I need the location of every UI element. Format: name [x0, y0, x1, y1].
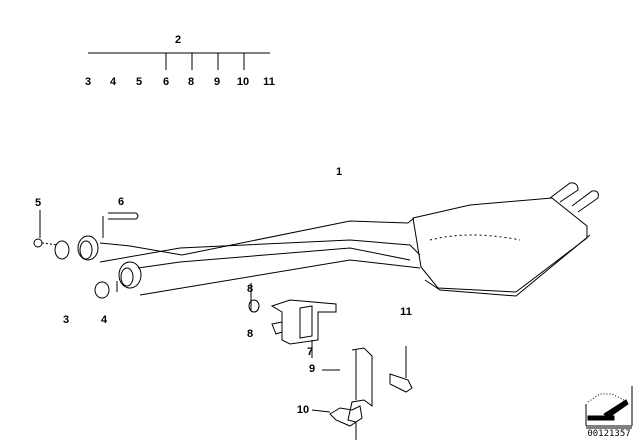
- clamp-shape: [329, 405, 363, 427]
- group-bracket-lines: [88, 52, 270, 70]
- callout-hanger[interactable]: 9: [308, 363, 316, 375]
- rear-muffler: [412, 182, 599, 297]
- group-item: 11: [263, 76, 275, 88]
- callout-hanger-bolt[interactable]: 11: [400, 306, 412, 318]
- group-item: 5: [135, 76, 143, 88]
- group-item: 10: [236, 76, 250, 88]
- front-pipes: [33, 212, 421, 299]
- bracket-shape: [270, 299, 337, 345]
- callout-rubber-mount-bottom[interactable]: 8: [246, 328, 254, 340]
- callout-gasket-a[interactable]: 3: [62, 314, 70, 326]
- callout-muffler[interactable]: 1: [335, 166, 343, 178]
- rubber-mount-bottom-shape: [271, 321, 283, 335]
- group-item: 9: [213, 76, 221, 88]
- rubber-mount-top-shape: [248, 299, 260, 313]
- callout-gasket-b[interactable]: 4: [100, 314, 108, 326]
- mounting-parts: [39, 210, 413, 440]
- hanger-bolt-shape: [389, 373, 413, 393]
- group-item: 4: [109, 76, 117, 88]
- group-item: 3: [84, 76, 92, 88]
- orientation-symbol-icon: [585, 386, 633, 429]
- callout-clamp[interactable]: 10: [296, 404, 310, 416]
- callout-rubber-mount-top[interactable]: 8: [246, 283, 254, 295]
- callout-bolt[interactable]: 6: [117, 196, 125, 208]
- group-label: 2: [174, 34, 182, 46]
- callout-bracket[interactable]: 7: [306, 346, 314, 358]
- group-item: 6: [162, 76, 170, 88]
- callout-nut[interactable]: 5: [34, 197, 42, 209]
- hanger-shape: [347, 347, 373, 440]
- diagram-code: 00121357: [587, 429, 631, 439]
- group-item: 8: [187, 76, 195, 88]
